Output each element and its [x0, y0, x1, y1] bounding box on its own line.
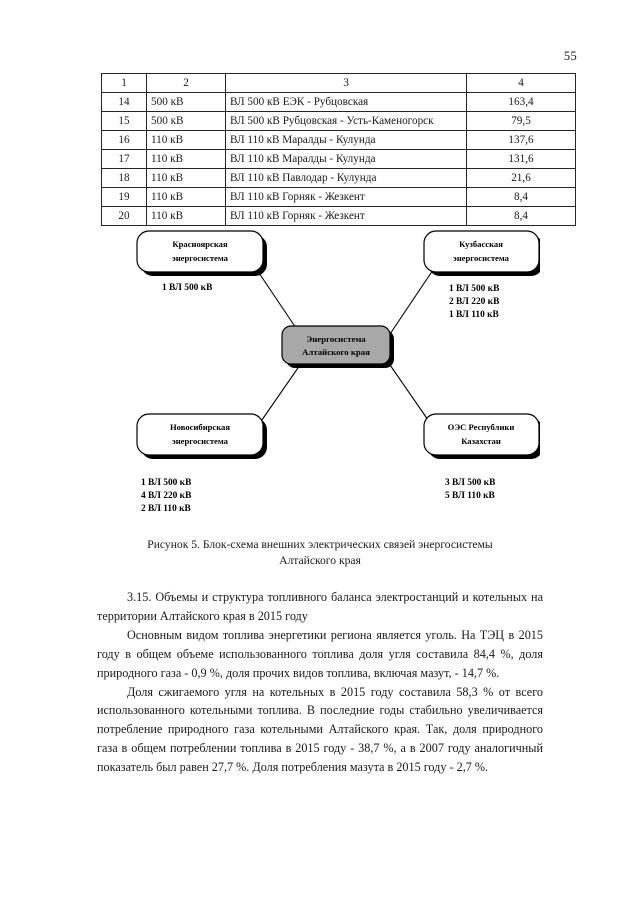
table-header-cell-4: 4 [466, 73, 576, 93]
table-cell-length: 8,4 [466, 187, 576, 207]
table-cell-number: 17 [101, 149, 147, 169]
node-krasnoyarsk-box [136, 230, 264, 273]
node-kazakhstan-label-line1: ОЭС Республики [448, 422, 515, 432]
table-header-cell-1: 1 [101, 73, 147, 93]
table-cell-length: 21,6 [466, 168, 576, 188]
table-cell-length: 131,6 [466, 149, 576, 169]
connection-label-bottom-left-line3: 2 ВЛ 110 кВ [141, 504, 191, 514]
table-row: 17 110 кВ ВЛ 110 кВ Маралды - Кулунда 13… [101, 149, 576, 169]
node-novosibirsk-label-line2: энергосистема [172, 436, 229, 446]
table-cell-number: 15 [101, 111, 147, 131]
table-cell-voltage: 110 кВ [146, 149, 226, 169]
table-cell-line: ВЛ 110 кВ Горняк - Жезкент [225, 187, 467, 207]
node-krasnoyarsk-label-line2: энергосистема [172, 253, 229, 263]
table-cell-voltage: 110 кВ [146, 206, 226, 226]
connection-label-bottom-right-line2: 5 ВЛ 110 кВ [445, 491, 495, 501]
connection-label-bottom-left-line1: 1 ВЛ 500 кВ [141, 478, 191, 488]
table-body: 1 2 3 4 14 500 кВ ВЛ 500 кВ ЕЭК - Рубцов… [101, 73, 576, 226]
table-cell-number: 14 [101, 92, 147, 112]
node-kuzbass: Кузбасская энергосистема [423, 230, 540, 276]
node-kazakhstan-box [423, 413, 540, 456]
power-lines-table: 1 2 3 4 14 500 кВ ВЛ 500 кВ ЕЭК - Рубцов… [101, 73, 576, 226]
table-cell-line: ВЛ 110 кВ Горняк - Жезкент [225, 206, 467, 226]
connection-label-bottom-left: 1 ВЛ 500 кВ 4 ВЛ 220 кВ 2 ВЛ 110 кВ [141, 478, 191, 514]
table-cell-number: 18 [101, 168, 147, 188]
table-row: 18 110 кВ ВЛ 110 кВ Павлодар - Кулунда 2… [101, 168, 576, 188]
node-krasnoyarsk: Красноярская энергосистема [136, 230, 267, 276]
table-cell-voltage: 500 кВ [146, 111, 226, 131]
table-header-cell-2: 2 [146, 73, 226, 93]
body-text: 3.15. Объемы и структура топливного бала… [97, 588, 543, 777]
figure-caption: Рисунок 5. Блок-схема внешних электричес… [100, 537, 540, 570]
table-header-row: 1 2 3 4 [101, 73, 576, 93]
table-row: 14 500 кВ ВЛ 500 кВ ЕЭК - Рубцовская 163… [101, 92, 576, 112]
table-row: 19 110 кВ ВЛ 110 кВ Горняк - Жезкент 8,4 [101, 187, 576, 207]
table-cell-voltage: 110 кВ [146, 168, 226, 188]
node-kazakhstan: ОЭС Республики Казахстан [423, 413, 540, 459]
table-cell-line: ВЛ 110 кВ Павлодар - Кулунда [225, 168, 467, 188]
figure-caption-line2: Алтайского края [279, 554, 361, 568]
table-cell-length: 137,6 [466, 130, 576, 150]
node-novosibirsk-label-line1: Новосибирская [170, 422, 230, 432]
paragraph-boiler-coal: Доля сжигаемого угля на котельных в 2015… [97, 684, 543, 775]
table-row: 20 110 кВ ВЛ 110 кВ Горняк - Жезкент 8,4 [101, 206, 576, 226]
table-row: 15 500 кВ ВЛ 500 кВ Рубцовская - Усть-Ка… [101, 111, 576, 131]
connector-line-bottom-left [254, 364, 301, 431]
node-krasnoyarsk-label-line1: Красноярская [172, 239, 228, 249]
connection-label-bottom-right: 3 ВЛ 500 кВ 5 ВЛ 110 кВ [445, 478, 495, 501]
connector-line-top-right [389, 266, 436, 335]
connection-label-bottom-right-line1: 3 ВЛ 500 кВ [445, 478, 495, 488]
node-altai-label-line1: Энергосистема [306, 334, 366, 344]
table-cell-number: 20 [101, 206, 147, 226]
connection-label-top-right: 1 ВЛ 500 кВ 2 ВЛ 220 кВ 1 ВЛ 110 кВ [449, 284, 499, 320]
table-header-cell-3: 3 [225, 73, 467, 93]
table-cell-voltage: 500 кВ [146, 92, 226, 112]
block-diagram: Красноярская энергосистема Кузбасская эн… [100, 222, 540, 532]
node-novosibirsk: Новосибирская энергосистема [136, 413, 267, 459]
paragraph-fuel-tec: Основным видом топлива энергетики регион… [97, 627, 543, 680]
connection-label-top-right-line3: 1 ВЛ 110 кВ [449, 310, 499, 320]
connection-label-top-right-line1: 1 ВЛ 500 кВ [449, 284, 499, 294]
table-cell-line: ВЛ 500 кВ ЕЭК - Рубцовская [225, 92, 467, 112]
node-altai-label-line2: Алтайского края [302, 347, 370, 357]
table-cell-voltage: 110 кВ [146, 130, 226, 150]
page-number: 55 [563, 49, 577, 63]
node-altai-box [281, 325, 391, 365]
connector-line-top-left [254, 266, 301, 335]
node-kuzbass-label-line2: энергосистема [453, 253, 510, 263]
connection-label-top-right-line2: 2 ВЛ 220 кВ [449, 297, 499, 307]
paragraph-section-3-15: 3.15. Объемы и структура топливного бала… [97, 590, 543, 623]
table-cell-voltage: 110 кВ [146, 187, 226, 207]
table-cell-line: ВЛ 110 кВ Маралды - Кулунда [225, 130, 467, 150]
table-cell-line: ВЛ 110 кВ Маралды - Кулунда [225, 149, 467, 169]
connection-label-top-left-line1: 1 ВЛ 500 кВ [162, 283, 212, 293]
table-cell-length: 79,5 [466, 111, 576, 131]
table-cell-length: 8,4 [466, 206, 576, 226]
table-cell-line: ВЛ 500 кВ Рубцовская - Усть-Каменогорск [225, 111, 467, 131]
connection-label-bottom-left-line2: 4 ВЛ 220 кВ [141, 491, 191, 501]
node-altai-center: Энергосистема Алтайского края [281, 325, 394, 368]
table-cell-length: 163,4 [466, 92, 576, 112]
connection-label-top-left: 1 ВЛ 500 кВ [162, 283, 212, 293]
table-row: 16 110 кВ ВЛ 110 кВ Маралды - Кулунда 13… [101, 130, 576, 150]
table-cell-number: 19 [101, 187, 147, 207]
figure-caption-line1: Рисунок 5. Блок-схема внешних электричес… [147, 538, 493, 551]
node-kuzbass-label-line1: Кузбасская [459, 239, 503, 249]
node-novosibirsk-box [136, 413, 264, 456]
node-kuzbass-box [423, 230, 540, 273]
node-kazakhstan-label-line2: Казахстан [461, 436, 501, 446]
table-cell-number: 16 [101, 130, 147, 150]
